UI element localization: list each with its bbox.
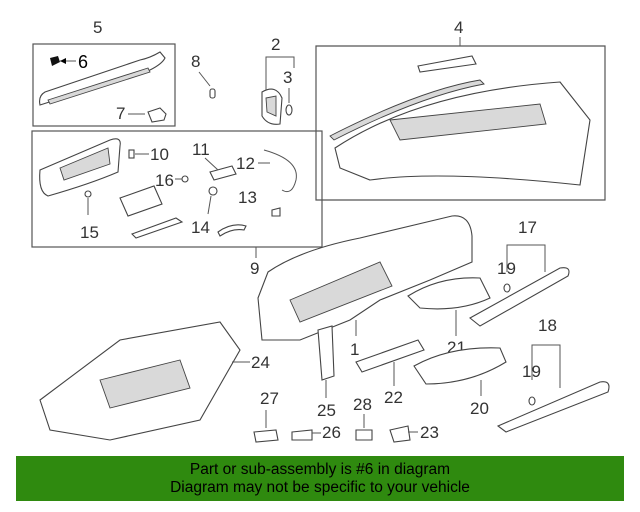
callout-22[interactable]: 22 xyxy=(384,388,403,407)
part-21-bracket xyxy=(407,277,491,310)
part-25-bracket xyxy=(317,325,335,381)
callout-2[interactable]: 2 xyxy=(271,35,280,54)
banner-line-2: Diagram may not be specific to your vehi… xyxy=(170,479,470,496)
callout-4[interactable]: 4 xyxy=(454,18,463,37)
callout-16[interactable]: 16 xyxy=(155,171,174,190)
part-18-trim xyxy=(496,381,610,433)
callout-19-upper[interactable]: 19 xyxy=(497,259,516,278)
callout-20[interactable]: 20 xyxy=(470,399,489,418)
callout-6[interactable]: 6 xyxy=(78,52,88,72)
callout-19-lower[interactable]: 19 xyxy=(522,362,541,381)
part-5-trim-inner xyxy=(47,67,151,105)
callout-11[interactable]: 11 xyxy=(192,140,210,159)
callout-10[interactable]: 10 xyxy=(150,145,169,164)
callout-5[interactable]: 5 xyxy=(93,18,102,37)
part-12-harness xyxy=(263,149,297,193)
part-5-trim-panel xyxy=(39,51,166,106)
callout-17[interactable]: 17 xyxy=(518,218,537,237)
part-26-bracket xyxy=(291,429,313,441)
callout-23[interactable]: 23 xyxy=(420,423,439,442)
part-4-bracket xyxy=(417,55,477,73)
part-19-clip-lower xyxy=(528,396,536,406)
part-3-speaker xyxy=(285,104,293,116)
part-8-plug xyxy=(209,88,216,99)
parts-diagram: 5 6 7 8 2 3 4 10 11 12 16 14 13 15 9 1 xyxy=(31,18,610,443)
part-glove-box-strap xyxy=(217,224,247,237)
callout-1[interactable]: 1 xyxy=(350,340,359,359)
part-20-duct xyxy=(413,347,507,385)
part-1-carrier-detail xyxy=(289,261,393,323)
callout-3[interactable]: 3 xyxy=(283,68,292,87)
part-glove-box-bin xyxy=(119,185,163,217)
part-16-bumper xyxy=(181,175,189,183)
part-24-insulator-detail xyxy=(99,359,191,409)
callout-9[interactable]: 9 xyxy=(250,259,259,278)
part-10-clip xyxy=(128,149,135,159)
part-23-clip xyxy=(389,425,411,443)
callout-14[interactable]: 14 xyxy=(191,218,210,237)
part-15-screw xyxy=(84,190,92,198)
group-box-4 xyxy=(315,45,606,201)
callout-27[interactable]: 27 xyxy=(260,389,279,408)
group-box-9 xyxy=(31,130,323,248)
callout-8[interactable]: 8 xyxy=(191,52,200,71)
callout-18[interactable]: 18 xyxy=(538,316,557,335)
callout-26[interactable]: 26 xyxy=(322,423,341,442)
group-box-5 xyxy=(32,43,176,127)
part-glove-box-seal xyxy=(131,217,184,239)
callout-25[interactable]: 25 xyxy=(317,401,336,420)
part-glove-box-inner xyxy=(59,147,111,181)
part-11-latch xyxy=(209,165,237,181)
part-14-lamp xyxy=(208,186,218,196)
part-4-vent xyxy=(389,103,547,141)
part-28-clip xyxy=(355,429,373,441)
part-4-trim-edge xyxy=(329,79,485,141)
callout-24[interactable]: 24 xyxy=(251,353,270,372)
notice-banner: Part or sub-assembly is #6 in diagram Di… xyxy=(16,456,624,501)
callout-12[interactable]: 12 xyxy=(236,154,255,173)
part-19-clip-upper xyxy=(503,283,511,293)
callout-28[interactable]: 28 xyxy=(353,395,372,414)
part-17-trim xyxy=(469,267,570,327)
part-7-clip xyxy=(147,107,167,123)
callout-15[interactable]: 15 xyxy=(80,223,99,242)
callout-7[interactable]: 7 xyxy=(116,104,125,123)
part-13-connector xyxy=(271,207,281,217)
part-2-speaker-inner xyxy=(265,95,277,117)
part-6-bolt-icon[interactable] xyxy=(50,56,76,66)
callout-13[interactable]: 13 xyxy=(238,188,257,207)
banner-line-1: Part or sub-assembly is #6 in diagram xyxy=(189,461,451,478)
part-22-duct xyxy=(355,339,425,373)
part-27-bracket xyxy=(253,429,279,443)
